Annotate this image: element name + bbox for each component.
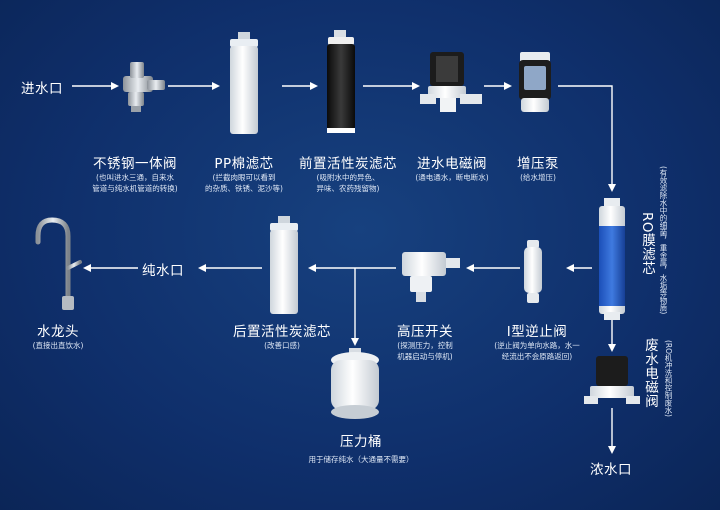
tank-desc-1: 用于储存纯水（大通量不需要） [308, 455, 414, 464]
pre-carbon-title: 前置活性炭滤芯 [299, 156, 397, 172]
bottom-row-lines [83, 264, 520, 346]
waste-solenoid-title: 废水电磁阀 [642, 338, 658, 408]
inlet-solenoid-label: 进水电磁阀 (通电通水，断电断水) [408, 152, 496, 183]
stainless-valve-title: 不锈钢一体阀 [93, 156, 177, 172]
hp-switch-label: 高压开关 (探测压力，控制 机器启动与停机) [382, 320, 468, 362]
check-valve-desc-1: (逆止阀为单向水路，水一 [494, 341, 580, 350]
inlet-solenoid-illustration [420, 52, 482, 112]
check-valve-title: I型逆止阀 [506, 324, 568, 340]
stainless-valve-label: 不锈钢一体阀 (也叫进水三通，自来水 管道与纯水机管道的转换) [75, 152, 195, 194]
tank-label: 压力桶 用于储存纯水（大通量不需要） [296, 430, 426, 465]
inlet-label: 进水口 [21, 81, 63, 97]
stainless-valve-desc-2: 管道与纯水机管道的转换) [92, 184, 178, 193]
inlet-solenoid-desc-1: (通电通水，断电断水) [415, 173, 489, 182]
pp-cartridge-illustration [230, 32, 258, 134]
check-valve-label: I型逆止阀 (逆止阀为单向水路，水一 经流出不会原路返回) [485, 320, 589, 362]
ro-membrane-illustration [599, 198, 625, 320]
booster-pump-illustration [519, 52, 551, 112]
pp-title: PP棉滤芯 [214, 156, 274, 172]
waste-solenoid-desc: (RO机冲洗和控制废水) [664, 340, 673, 417]
pre-carbon-desc-1: (吸附水中的异色、 [316, 173, 380, 182]
inlet-solenoid-title: 进水电磁阀 [417, 156, 487, 172]
post-carbon-desc-1: (改善口感) [264, 341, 300, 350]
pressure-tank-illustration [331, 348, 379, 419]
post-carbon-cartridge-illustration [270, 216, 298, 314]
pp-desc-1: (拦截肉眼可以看到 [212, 173, 276, 182]
post-carbon-title: 后置活性炭滤芯 [233, 324, 331, 340]
post-carbon-label: 后置活性炭滤芯 (改善口感) [222, 320, 342, 351]
top-row-lines [72, 82, 616, 192]
concentrate-outlet-label: 浓水口 [590, 462, 632, 478]
faucet-illustration [35, 217, 82, 310]
waste-solenoid-illustration [584, 356, 640, 404]
stainless-valve-illustration [123, 62, 165, 112]
faucet-label: 水龙头 (直接出直饮水) [20, 320, 96, 351]
booster-label: 增压泵 (给水增压) [508, 152, 568, 183]
tank-title: 压力桶 [340, 434, 382, 450]
ro-title: RO膜滤芯 [639, 212, 655, 276]
ro-desc: (有效滤除水中的细菌，重金属，水垢等物质) [659, 166, 668, 315]
pre-carbon-cartridge-illustration [327, 30, 355, 133]
hp-switch-desc-2: 机器启动与停机) [397, 352, 453, 361]
pre-carbon-label: 前置活性炭滤芯 (吸附水中的异色、 异味、农药残留物) [290, 152, 406, 194]
faucet-title: 水龙头 [37, 324, 79, 340]
pp-label: PP棉滤芯 (拦截肉眼可以看到 的杂质、铁锈、泥沙等) [196, 152, 292, 194]
check-valve-illustration [524, 240, 542, 303]
pre-carbon-desc-2: 异味、农药残留物) [316, 184, 380, 193]
booster-title: 增压泵 [517, 156, 559, 172]
hp-switch-desc-1: (探测压力，控制 [397, 341, 453, 350]
hp-switch-illustration [402, 252, 460, 302]
stainless-valve-desc-1: (也叫进水三通，自来水 [96, 173, 174, 182]
pure-outlet-label: 纯水口 [142, 263, 184, 279]
pp-desc-2: 的杂质、铁锈、泥沙等) [205, 184, 283, 193]
check-valve-desc-2: 经流出不会原路返回) [501, 352, 573, 361]
booster-desc-1: (给水增压) [520, 173, 556, 182]
hp-switch-title: 高压开关 [397, 324, 453, 340]
faucet-desc-1: (直接出直饮水) [32, 341, 84, 350]
